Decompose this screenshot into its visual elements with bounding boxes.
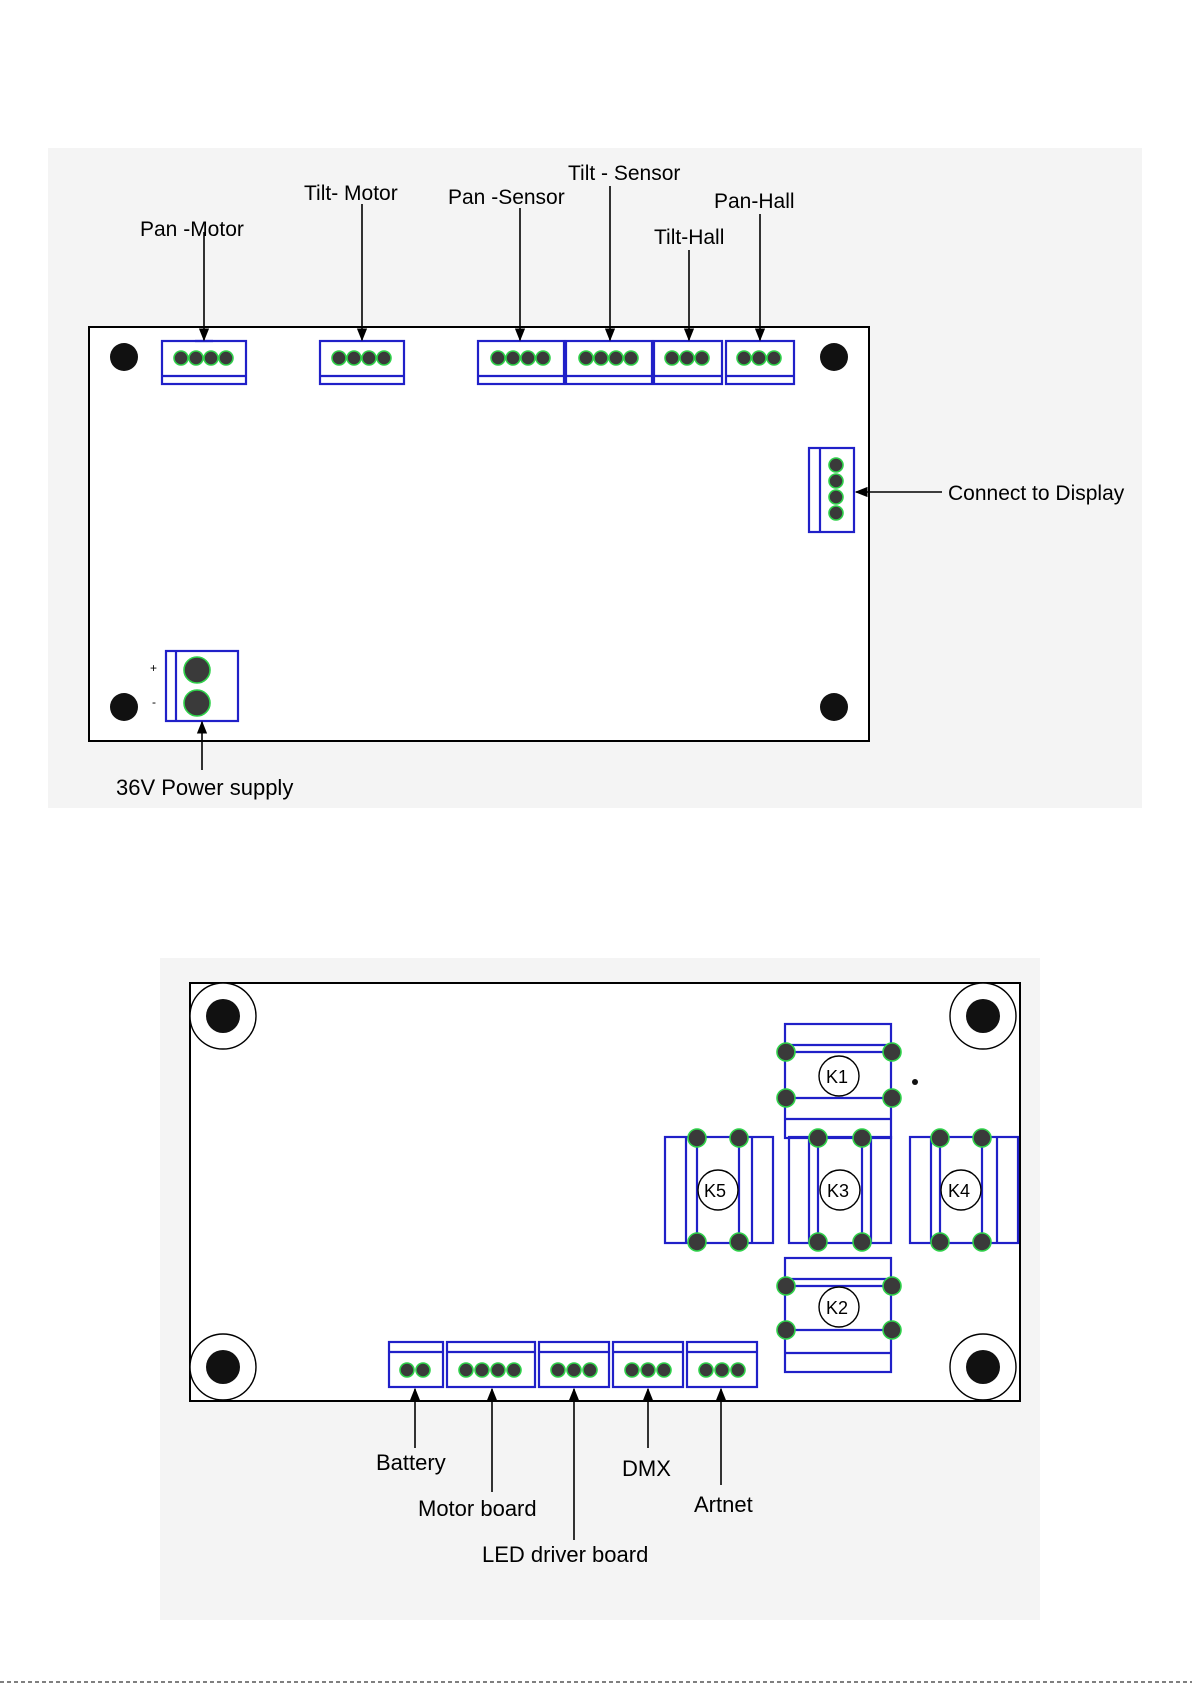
- mounting-hole: [190, 1334, 256, 1400]
- relay-label: K1: [826, 1067, 848, 1087]
- label-pan-hall: Pan-Hall: [714, 190, 795, 213]
- label-pan-sensor: Pan -Sensor: [448, 186, 565, 209]
- mounting-hole: [950, 1334, 1016, 1400]
- relay-label: K3: [827, 1181, 849, 1201]
- label-tilt-motor: Tilt- Motor: [304, 182, 398, 205]
- label-tilt-sensor: Tilt - Sensor: [568, 162, 680, 185]
- minus-mark: -: [152, 695, 156, 709]
- relay-label: K5: [704, 1181, 726, 1201]
- label-battery: Battery: [376, 1450, 446, 1475]
- mounting-hole: [820, 343, 848, 371]
- label-power: 36V Power supply: [116, 775, 293, 800]
- label-display: Connect to Display: [948, 482, 1125, 505]
- label-artnet: Artnet: [694, 1492, 753, 1517]
- mounting-hole: [950, 983, 1016, 1049]
- label-tilt-hall: Tilt-Hall: [654, 226, 724, 249]
- label-dmx: DMX: [622, 1456, 671, 1481]
- mounting-hole: [110, 343, 138, 371]
- mounting-hole: [110, 693, 138, 721]
- label-led-driver-board: LED driver board: [482, 1542, 648, 1567]
- relay-label: K4: [948, 1181, 970, 1201]
- relay-label: K2: [826, 1298, 848, 1318]
- label-motor-board: Motor board: [418, 1496, 537, 1521]
- plus-mark: +: [150, 661, 157, 675]
- mounting-hole: [190, 983, 256, 1049]
- mounting-hole: [820, 693, 848, 721]
- label-pan-motor: Pan -Motor: [140, 218, 244, 241]
